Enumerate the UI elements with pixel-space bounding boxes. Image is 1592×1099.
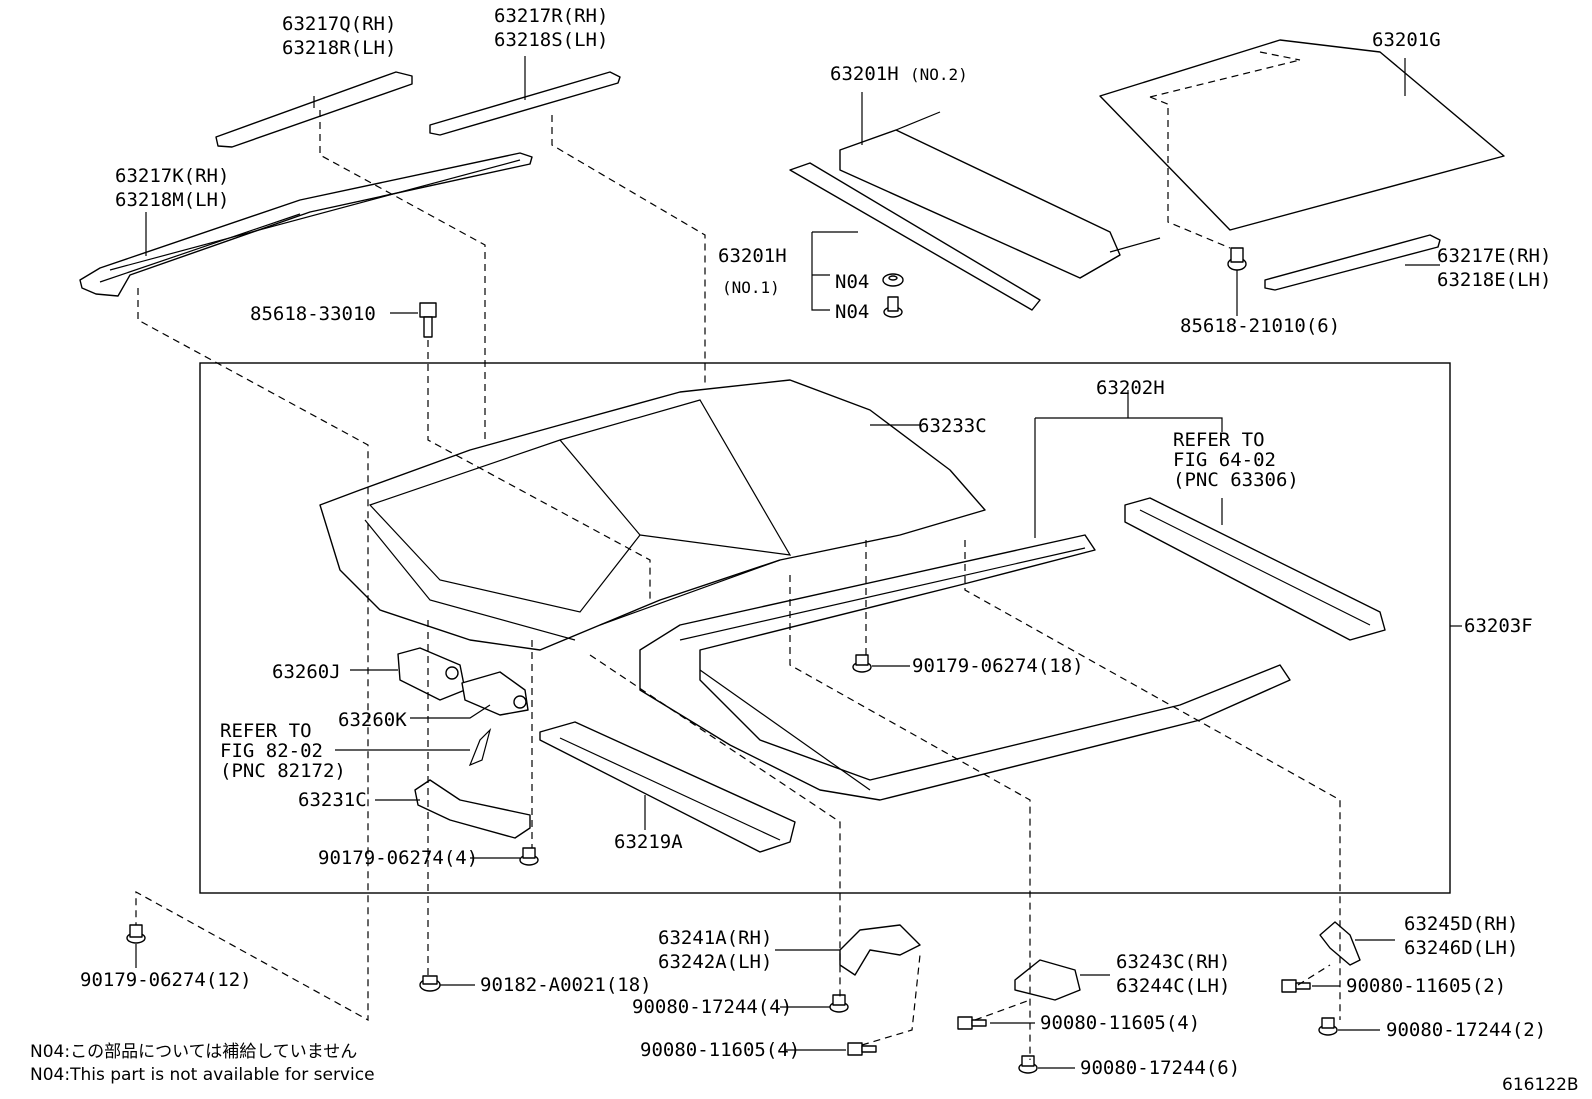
- label-refer-a-2: FIG 64-02: [1173, 449, 1276, 471]
- label-rail-top-rh: 63217Q(RH): [282, 13, 396, 35]
- label-brk-246-lh: 63246D(LH): [1404, 937, 1518, 959]
- frame-rail-assembly-part: [1124, 497, 1386, 641]
- label-bracket-c: 63231C: [298, 789, 367, 811]
- screw-18-icon: [852, 654, 872, 673]
- label-refer-b-1: REFER TO: [220, 720, 312, 742]
- label-brk-244-lh: 63244C(LH): [1116, 975, 1230, 997]
- rail-side-part: [79, 152, 533, 297]
- alignment-dashed-lines: [135, 108, 1341, 1060]
- bolt-11605-4b-icon: [957, 1016, 987, 1030]
- glass-no2-part: [839, 111, 1161, 279]
- figure-id: 616122B: [1502, 1075, 1579, 1095]
- label-trim-e-rh: 63217E(RH): [1437, 245, 1551, 267]
- n04-screw-icon: [883, 296, 903, 318]
- bolt-17244-2-icon: [1318, 1017, 1338, 1036]
- label-rail-side-lh: 63218M(LH): [115, 189, 229, 211]
- label-bolt-11605-4a: 90080-11605(4): [640, 1039, 800, 1061]
- bolt-17244-4-icon: [829, 994, 849, 1013]
- rail-mid-part: [429, 71, 621, 136]
- note-jp: N04:この部品については補給していません: [30, 1042, 357, 1062]
- sunroof-housing-part: [319, 379, 986, 651]
- motor-j-part: [397, 647, 466, 701]
- nut-18-icon: [419, 975, 441, 992]
- bolt-17244-6-icon: [1018, 1055, 1038, 1074]
- label-rail-mid-lh: 63218S(LH): [494, 29, 608, 51]
- label-frame-outer: 63203F: [1464, 615, 1533, 637]
- note-en: N04:This part is not available for servi…: [30, 1065, 375, 1085]
- label-rear-glass: 63201G: [1372, 29, 1441, 51]
- label-housing: 63233C: [918, 415, 987, 437]
- rail-top-part: [215, 71, 413, 148]
- label-refer-a-3: (PNC 63306): [1173, 469, 1299, 491]
- leader-lines: [135, 56, 1462, 1069]
- bolt-11605-4a-icon: [847, 1042, 877, 1056]
- label-nut-18: 90182-A0021(18): [480, 974, 652, 996]
- bracket-241-part: [839, 924, 921, 976]
- bracket-c-part: [414, 779, 531, 839]
- label-bolt-21010: 85618-21010(6): [1180, 315, 1340, 337]
- label-rail-side-rh: 63217K(RH): [115, 165, 229, 187]
- bracket-243-part: [1014, 959, 1081, 1001]
- motor-k-part: [461, 671, 529, 716]
- label-screw-4: 90179-06274(4): [318, 847, 478, 869]
- trim-e-part: [1264, 234, 1441, 291]
- bolt-11605-2-icon: [1281, 979, 1311, 993]
- label-glass-no2-tag: (NO.2): [910, 65, 968, 84]
- label-rail-mid-rh: 63217R(RH): [494, 5, 608, 27]
- bracket-245-part: [1319, 921, 1361, 966]
- label-refer-b-3: (PNC 82172): [220, 760, 346, 782]
- screw-4-icon: [519, 847, 539, 866]
- label-bolt-11605-4b: 90080-11605(4): [1040, 1012, 1200, 1034]
- bolt-33010-icon: [419, 302, 437, 338]
- label-brk-242-lh: 63242A(LH): [658, 951, 772, 973]
- rear-glass-part: [1099, 39, 1505, 231]
- assembly-boundary-box: [199, 362, 1451, 894]
- label-motor-k: 63260K: [338, 709, 407, 731]
- label-bolt-17244-4: 90080-17244(4): [632, 996, 792, 1018]
- label-brk-243-rh: 63243C(RH): [1116, 951, 1230, 973]
- label-bolt-11605-2: 90080-11605(2): [1346, 975, 1506, 997]
- label-panel-a: 63219A: [614, 831, 683, 853]
- label-motor-j: 63260J: [272, 661, 341, 683]
- bolt-21010-icon: [1227, 247, 1247, 271]
- label-brk-241-rh: 63241A(RH): [658, 927, 772, 949]
- label-glass-no1: 63201H: [718, 245, 787, 267]
- screw-12-icon: [126, 924, 146, 944]
- label-screw-18: 90179-06274(18): [912, 655, 1084, 677]
- label-trim-e-lh: 63218E(LH): [1437, 269, 1551, 291]
- label-n04-a: N04: [835, 271, 869, 293]
- label-screw-12: 90179-06274(12): [80, 969, 252, 991]
- label-brk-245-rh: 63245D(RH): [1404, 913, 1518, 935]
- glass-no1-part: [789, 162, 1041, 311]
- wire-part: [468, 727, 492, 767]
- label-bolt-17244-2: 90080-17244(2): [1386, 1019, 1546, 1041]
- label-frame-assy: 63202H: [1096, 377, 1165, 399]
- panel-a-part: [539, 721, 796, 853]
- label-glass-no1-tag: (NO.1): [722, 278, 780, 297]
- frame-assembly-part: [639, 534, 1291, 801]
- label-refer-b-2: FIG 82-02: [220, 740, 323, 762]
- label-bolt-33010: 85618-33010: [250, 303, 376, 325]
- label-refer-a-1: REFER TO: [1173, 429, 1265, 451]
- label-bolt-17244-6: 90080-17244(6): [1080, 1057, 1240, 1079]
- n04-washer-icon: [882, 273, 904, 287]
- label-rail-top-lh: 63218R(LH): [282, 37, 396, 59]
- part-labels: 63217Q(RH) 63218R(LH) 63217R(RH) 63218S(…: [80, 5, 1551, 1079]
- label-n04-b: N04: [835, 301, 869, 323]
- label-glass-no2: 63201H: [830, 63, 899, 85]
